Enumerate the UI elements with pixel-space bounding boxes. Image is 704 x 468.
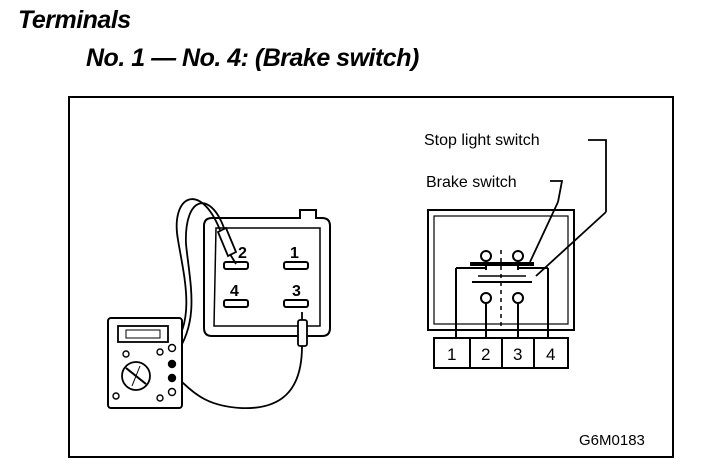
terminal-strip xyxy=(433,337,569,369)
stop-light-switch-label: Stop light switch xyxy=(424,132,540,149)
jack-1 xyxy=(167,343,177,353)
connector-pin-slots xyxy=(223,261,309,308)
pin-label-3: 3 xyxy=(292,283,301,300)
pin-label-1: 1 xyxy=(290,245,299,262)
multimeter xyxy=(107,317,183,409)
test-probe-upper xyxy=(216,226,238,265)
terminal-cell-2: 2 xyxy=(481,345,490,364)
page-title: Terminals xyxy=(18,6,131,34)
switch-contacts xyxy=(455,250,549,338)
test-leads xyxy=(171,198,303,409)
terminal-cell-4: 4 xyxy=(546,345,555,364)
jack-2 xyxy=(167,359,177,369)
jack-3 xyxy=(167,373,177,383)
connector xyxy=(203,209,331,337)
terminal-cell-1: 1 xyxy=(447,345,456,364)
pin-label-4: 4 xyxy=(230,283,239,300)
diagram-frame xyxy=(68,96,674,458)
jack-4 xyxy=(167,387,177,397)
brake-switch-label: Brake switch xyxy=(426,174,517,191)
test-probe-lower xyxy=(297,312,308,347)
page-subtitle: No. 1 — No. 4: (Brake switch) xyxy=(86,44,419,72)
leader-lines xyxy=(529,139,607,277)
pin-label-2: 2 xyxy=(238,245,247,262)
figure-code: G6M0183 xyxy=(579,432,645,449)
terminal-cell-3: 3 xyxy=(513,345,522,364)
